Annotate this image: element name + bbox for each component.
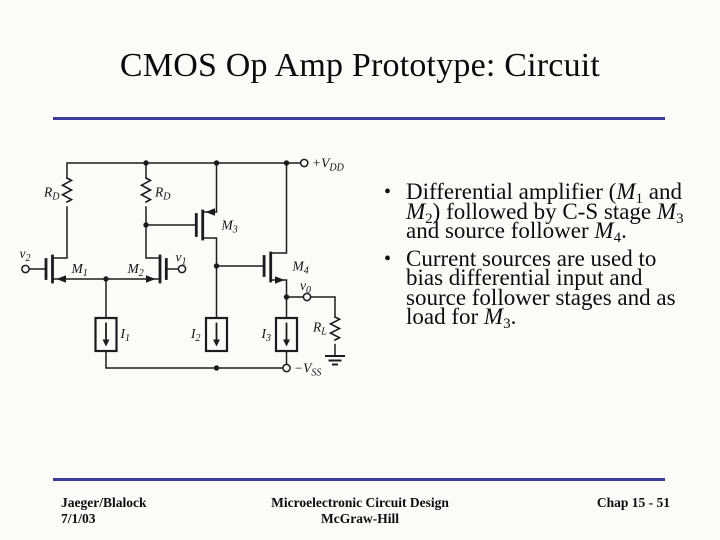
label-i3: I3 xyxy=(261,326,272,344)
m2-source-arrow xyxy=(146,275,156,283)
wire-m3-i2 xyxy=(201,237,218,319)
footer-book-title: Microelectronic Circuit Design xyxy=(271,495,449,510)
resistor-rd1 xyxy=(60,176,74,204)
label-m2: M2 xyxy=(127,261,144,279)
footer-authors: Jaeger/Blalock 7/1/03 xyxy=(61,495,146,526)
slide-title: CMOS Op Amp Prototype: Circuit xyxy=(119,47,601,84)
label-m1: M1 xyxy=(71,261,88,279)
footer-author-line: Jaeger/Blalock xyxy=(61,495,147,510)
label-v2: v2 xyxy=(20,246,31,264)
m1-source-arrow xyxy=(56,275,66,283)
circuit-diagram: RD RD M1 M2 M3 M4 I1 I2 I3 v2 v1 v0 RL +… xyxy=(20,156,345,379)
wire-v0-rl xyxy=(309,296,336,318)
wire-m3-drain xyxy=(201,162,218,213)
terminal-vdd xyxy=(299,158,309,168)
transistor-m3 xyxy=(194,208,215,241)
terminals xyxy=(21,158,312,373)
wire-rd1-m1 xyxy=(51,206,68,259)
label-rd1: RD xyxy=(43,185,60,203)
wire-m4-drain xyxy=(269,162,288,254)
bullet-text: Differential amplifier (M1 and M2) follo… xyxy=(406,179,684,246)
terminal-v1 xyxy=(177,264,187,274)
m4-source-arrow xyxy=(275,276,285,284)
label-vdd: +VDD xyxy=(312,156,345,174)
transistor-m4 xyxy=(262,251,285,284)
bullet-dot-icon: • xyxy=(384,247,392,270)
footer-book: Microelectronic Circuit Design McGraw-Hi… xyxy=(0,495,720,526)
title-rule xyxy=(53,117,665,120)
footer-chapter-page: Chap 15 - 51 xyxy=(596,495,670,510)
footer-date: 7/1/03 xyxy=(61,510,96,526)
label-v1: v1 xyxy=(176,250,187,268)
vss-rail xyxy=(105,350,284,369)
m3-source-arrow xyxy=(205,208,215,216)
junction-dots xyxy=(103,160,290,371)
resistor-rl xyxy=(328,315,342,342)
vdd-rail xyxy=(66,162,302,179)
bullet-list: • Differential amplifier (M1 and M2) foll… xyxy=(380,179,714,332)
label-m3: M3 xyxy=(221,218,238,236)
terminal-v0 xyxy=(302,292,312,302)
label-m4: M4 xyxy=(292,259,309,277)
footer-rule xyxy=(53,478,665,481)
label-rd2: RD xyxy=(154,185,171,203)
i2-arrow xyxy=(213,339,220,347)
terminal-v2 xyxy=(21,264,30,274)
bullet-item: • Differential amplifier (M1 and M2) foll… xyxy=(380,179,714,246)
label-rl: RL xyxy=(312,320,327,338)
resistor-rd2 xyxy=(139,176,153,204)
bullet-dot-icon: • xyxy=(384,181,392,203)
label-vss: −VSS xyxy=(294,361,321,379)
ground-symbol xyxy=(325,355,345,366)
current-source-i2 xyxy=(204,316,229,353)
footer-publisher: McGraw-Hill xyxy=(321,510,399,526)
label-v0: v0 xyxy=(300,278,311,296)
current-source-i1 xyxy=(94,316,118,353)
transistor-m1 xyxy=(44,254,66,284)
i3-arrow xyxy=(283,339,290,347)
label-i1: I1 xyxy=(120,326,131,344)
bullet-text: Current sources are used to bias differe… xyxy=(406,245,676,332)
wire-m4-source xyxy=(269,279,288,319)
label-i2: I2 xyxy=(190,326,201,344)
terminal-vss xyxy=(282,363,291,373)
i1-arrow xyxy=(102,339,110,347)
bullet-item: • Current sources are used to bias differ… xyxy=(380,245,714,332)
transistor-m2 xyxy=(146,254,168,284)
current-source-i3 xyxy=(274,316,299,353)
wire-rd2-m2 xyxy=(145,206,161,259)
